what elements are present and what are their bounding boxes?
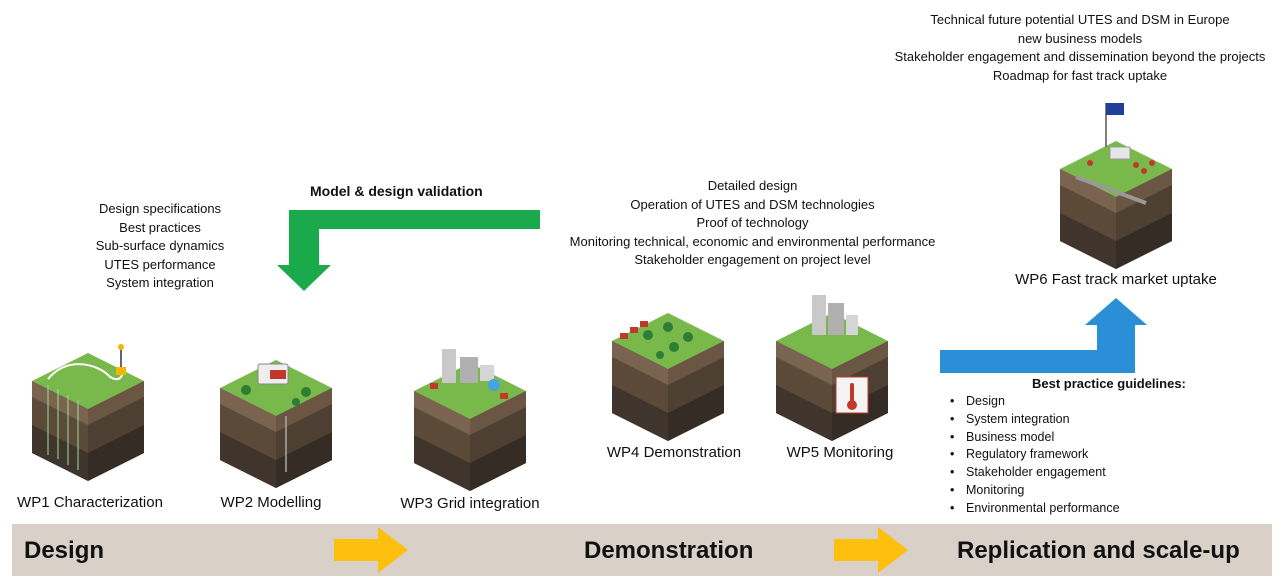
uptake-arrow <box>940 298 1147 373</box>
demo-line: Proof of technology <box>696 215 809 230</box>
best-practice-list: Design System integration Business model… <box>946 393 1120 518</box>
demo-line: Stakeholder engagement on project level <box>634 252 871 267</box>
wp5-block-icon <box>776 295 888 441</box>
phase-arrow-2 <box>834 527 908 573</box>
demo-line: Operation of UTES and DSM technologies <box>630 196 875 212</box>
wp4-label: WP4 Demonstration <box>606 444 742 461</box>
best-practice-item: Design <box>946 393 1120 411</box>
wp3-label: WP3 Grid integration <box>400 495 540 512</box>
phase-band <box>12 524 1272 576</box>
wp3-block-icon <box>414 349 526 491</box>
phase-arrow-1 <box>334 527 408 573</box>
wp2-label: WP2 Modelling <box>220 494 322 511</box>
best-practice-item: Environmental performance <box>946 500 1120 518</box>
uptake-line: Stakeholder engagement and dissemination… <box>894 49 1266 64</box>
best-practice-item: Business model <box>946 429 1120 447</box>
best-practice-item: System integration <box>946 411 1120 429</box>
design-line: Best practices <box>119 219 201 235</box>
design-line: UTES performance <box>104 256 216 272</box>
wp6-block-icon <box>1060 103 1172 269</box>
design-outputs-text: Design specifications Best practices Sub… <box>60 200 260 293</box>
best-practice-item: Stakeholder engagement <box>946 464 1120 482</box>
uptake-line: new business models <box>1017 30 1143 46</box>
uptake-outcomes-text: Technical future potential UTES and DSM … <box>880 11 1280 85</box>
design-line: System integration <box>106 275 214 290</box>
best-practice-item: Regulatory framework <box>946 446 1120 464</box>
phase-demonstration: Demonstration <box>584 537 754 564</box>
design-line: Sub-surface dynamics <box>95 238 225 253</box>
uptake-line: Roadmap for fast track uptake <box>992 67 1168 83</box>
phase-replication: Replication and scale-up <box>957 537 1240 564</box>
wp4-block-icon <box>612 313 724 441</box>
demo-line: Monitoring technical, economic and envir… <box>569 233 936 249</box>
best-practice-item: Monitoring <box>946 482 1120 500</box>
validation-label: Model & design validation <box>310 183 483 199</box>
design-line: Design specifications <box>98 201 222 216</box>
uptake-line: Technical future potential UTES and DSM … <box>930 12 1230 27</box>
demo-line: Detailed design <box>707 178 798 193</box>
best-practice-title: Best practice guidelines: <box>1032 376 1186 391</box>
wp1-label: WP1 Characterization <box>17 494 163 511</box>
demo-outputs-text: Detailed design Operation of UTES and DS… <box>550 177 955 270</box>
wp1-block-icon <box>32 344 144 481</box>
wp6-label: WP6 Fast track market uptake <box>1015 271 1217 288</box>
wp5-label: WP5 Monitoring <box>786 444 894 461</box>
wp2-block-icon <box>220 360 332 488</box>
validation-arrow <box>277 210 540 291</box>
phase-design: Design <box>24 537 105 564</box>
